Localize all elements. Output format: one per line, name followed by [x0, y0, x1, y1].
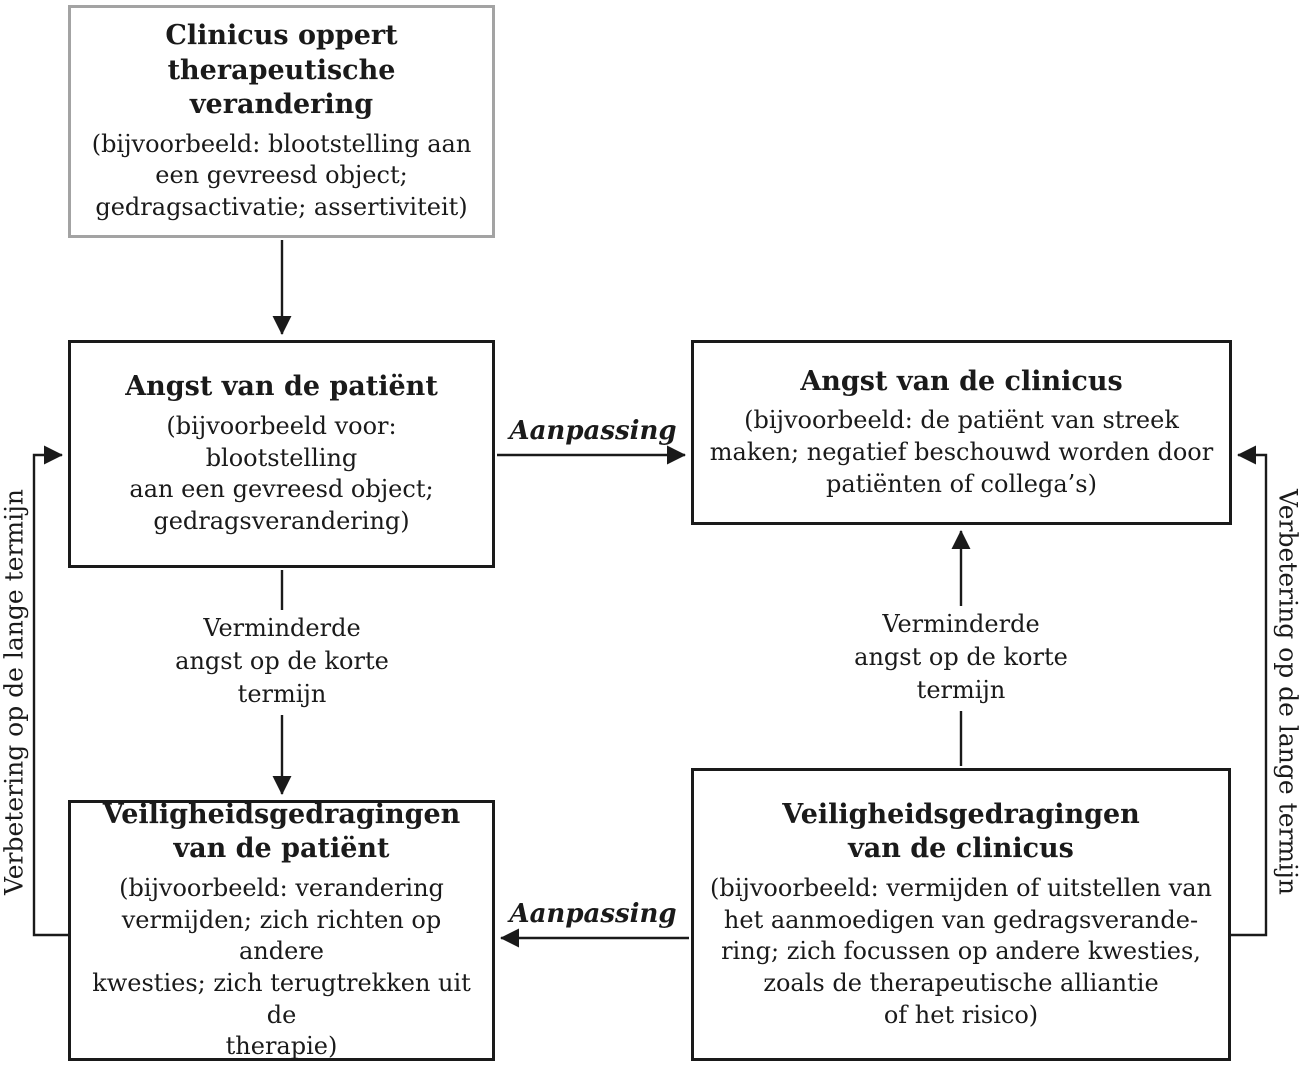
box-clinician-safety-behaviors: Veiligheidsgedragingen van de clinicus (…: [691, 768, 1231, 1061]
box-body: (bijvoorbeeld: blootstelling aan een gev…: [91, 129, 472, 222]
box-body: (bijvoorbeeld: vermijden of uitstellen v…: [710, 873, 1212, 1029]
box-title: Angst van de patiënt: [125, 371, 438, 403]
box-title: Veiligheidsgedragingen van de clinicus: [782, 798, 1140, 865]
short-term-anxiety-label-right: Verminderde angst op de korte termijn: [836, 606, 1086, 712]
adaptation-label-bottom: Aanpassing: [509, 899, 677, 929]
long-term-improvement-label-right: Verbetering op de lange termijn: [1273, 489, 1302, 895]
box-body: (bijvoorbeeld: de patiënt van streek mak…: [709, 406, 1214, 498]
arrow-longterm-feedback-left: [32, 445, 70, 937]
box-body: (bijvoorbeeld: verandering vermijden; zi…: [92, 874, 471, 1061]
box-patient-safety-behaviors: Veiligheidsgedragingen van de patiënt (b…: [68, 798, 495, 1061]
box-clinician-anxiety: Angst van de clinicus (bijvoorbeeld: de …: [691, 340, 1232, 525]
box-patient-anxiety: Angst van de patiënt (bijvoorbeeld voor:…: [68, 340, 495, 568]
long-term-improvement-label-left: Verbetering op de lange termijn: [0, 489, 29, 895]
short-term-anxiety-label-left: Verminderde angst op de korte termijn: [157, 610, 407, 716]
arrow-longterm-feedback-right: [1229, 445, 1268, 937]
box-title: Angst van de clinicus: [800, 365, 1123, 397]
adaptation-label-top: Aanpassing: [509, 416, 677, 446]
box-title: Veiligheidsgedragingen van de patiënt: [102, 798, 461, 865]
box-clinician-proposes-change: Clinicus oppert therapeutische veranderi…: [68, 5, 495, 238]
box-title: Clinicus oppert therapeutische veranderi…: [165, 20, 398, 121]
box-body: (bijvoorbeeld voor: blootstelling aan ee…: [129, 411, 434, 535]
